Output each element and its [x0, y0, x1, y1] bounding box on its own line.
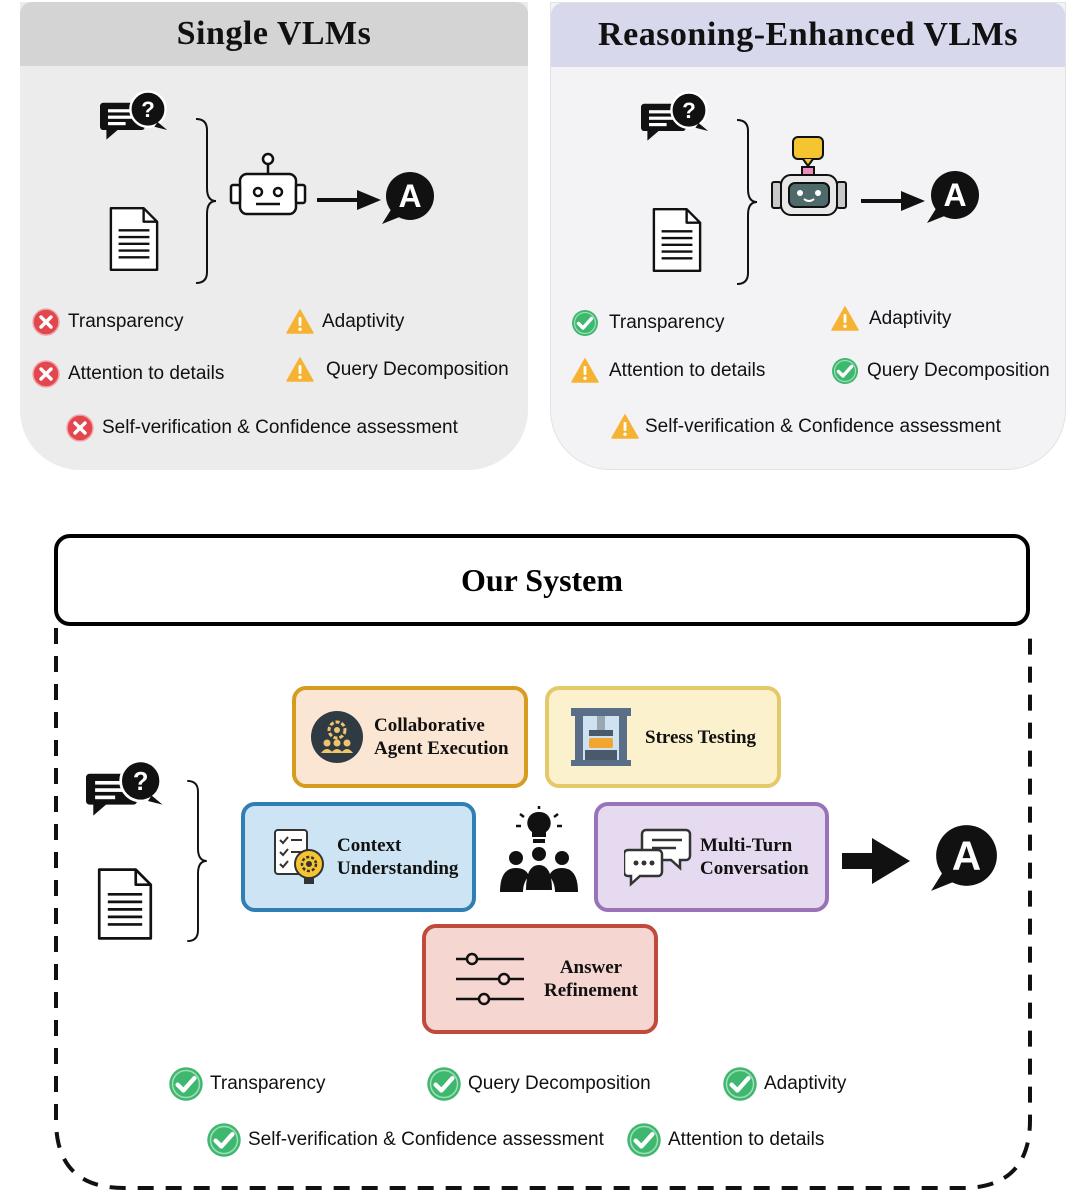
module-label: Stress Testing — [645, 726, 757, 748]
module-context-understanding: Context Understanding — [241, 802, 476, 912]
feature-label: Query Decomposition — [468, 1073, 651, 1094]
module-label: Context Understanding — [337, 834, 458, 880]
reasoning-vlms-title: Reasoning-Enhanced VLMs — [551, 3, 1065, 67]
feature-transparency: Transparency — [32, 308, 183, 336]
module-label-line1: Answer — [559, 957, 623, 978]
feature-label: Transparency — [68, 311, 184, 332]
module-multi-turn-conversation: Multi-Turn Conversation — [594, 802, 829, 912]
module-collaborative-agent-execution: Collaborative Agent Execution — [292, 686, 528, 788]
agent-team-icon — [311, 711, 363, 763]
module-label: Collaborative Agent Execution — [374, 714, 509, 760]
output-arrow-icon — [842, 838, 910, 884]
feature-query-decomposition: Query Decomposition — [426, 1066, 651, 1102]
module-label-line2: Conversation — [700, 858, 809, 879]
context-checklist-icon — [274, 829, 324, 884]
feature-label: Transparency — [609, 312, 725, 333]
feature-attention-to-details: Attention to details — [626, 1122, 824, 1158]
feature-self-verification: Self-verification & Confidence assessmen… — [206, 1122, 604, 1158]
feature-adaptivity: Adaptivity — [286, 308, 404, 336]
our-system-title: Our System — [54, 534, 1030, 626]
question-chat-icon — [86, 754, 168, 828]
reasoning-robot-icon — [771, 136, 847, 216]
check-icon — [168, 1066, 204, 1102]
feature-label: Adaptivity — [764, 1073, 847, 1094]
module-label-line2: Agent Execution — [374, 738, 509, 759]
module-label: Answer Refinement — [544, 956, 638, 1002]
feature-label: Query Decomposition — [867, 360, 1050, 381]
feature-adaptivity: Adaptivity — [722, 1066, 846, 1102]
feature-self-verification: Self-verification & Confidence assessmen… — [66, 414, 458, 442]
feature-label: Self-verification & Confidence assessmen… — [102, 417, 458, 438]
module-answer-refinement: Answer Refinement — [422, 924, 658, 1034]
module-label-line1: Collaborative — [374, 715, 485, 736]
module-stress-testing: Stress Testing — [545, 686, 781, 788]
feature-adaptivity: Adaptivity — [831, 305, 951, 333]
feature-self-verification: Self-verification & Confidence assessmen… — [611, 413, 1001, 441]
feature-label: Adaptivity — [869, 308, 952, 329]
feature-transparency: Transparency — [168, 1066, 325, 1102]
robot-icon — [229, 152, 307, 216]
feature-label: Attention to details — [668, 1129, 825, 1150]
feature-label: Attention to details — [68, 363, 225, 384]
sliders-icon — [456, 952, 524, 1006]
check-icon — [722, 1066, 758, 1102]
feature-label: Adaptivity — [322, 311, 405, 332]
input-brace-icon — [184, 778, 210, 944]
conversation-icon — [624, 828, 692, 887]
answer-icon — [926, 822, 1002, 894]
check-icon — [426, 1066, 462, 1102]
feature-label: Attention to details — [609, 360, 766, 381]
module-label-line1: Context — [337, 835, 402, 856]
module-label-line2: Refinement — [544, 980, 638, 1001]
feature-label: Query Decomposition — [326, 359, 509, 380]
feature-query-decomposition: Query Decomposition — [831, 357, 1050, 385]
single-vlms-title: Single VLMs — [20, 2, 528, 66]
feature-label: Transparency — [210, 1073, 326, 1094]
feature-label: Self-verification & Confidence assessmen… — [248, 1129, 604, 1150]
team-idea-icon — [500, 806, 578, 892]
module-label-line1: Multi-Turn — [700, 835, 793, 856]
feature-attention-to-details: Attention to details — [32, 360, 224, 388]
module-label-line2: Understanding — [337, 858, 459, 879]
feature-query-decomposition: Query Decomposition — [286, 356, 509, 384]
single-vlms-panel: Single VLMs Transparency Adaptivity Atte… — [20, 2, 528, 470]
module-label: Multi-Turn Conversation — [700, 834, 809, 880]
press-icon — [571, 708, 631, 766]
feature-attention-to-details: Attention to details — [571, 357, 765, 385]
feature-label: Self-verification & Confidence assessmen… — [645, 416, 1001, 437]
check-icon — [206, 1122, 242, 1158]
document-icon — [96, 866, 154, 942]
reasoning-vlms-panel: Reasoning-Enhanced VLMs Transparency Ada… — [550, 2, 1066, 470]
feature-transparency: Transparency — [571, 309, 724, 337]
check-icon — [626, 1122, 662, 1158]
